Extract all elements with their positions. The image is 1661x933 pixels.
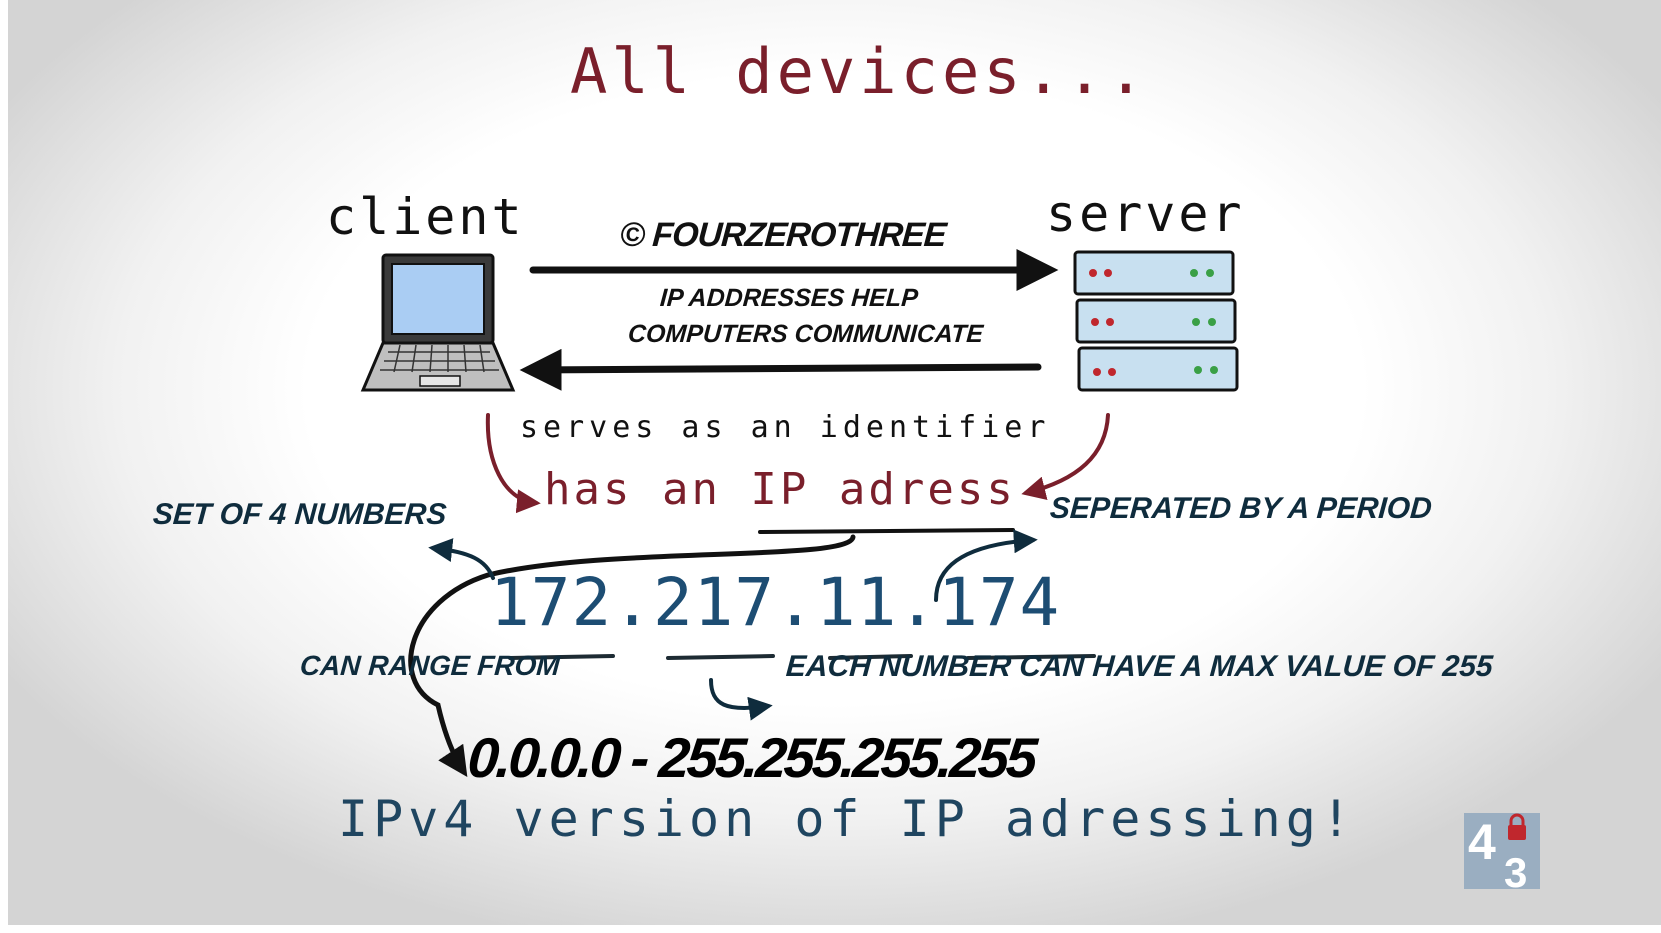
octet-underline — [666, 654, 775, 660]
separated-annotation: SEPERATED BY A PERIOD — [1048, 492, 1433, 525]
octet-underline — [966, 654, 1096, 660]
client-label: client — [326, 188, 525, 246]
copyright-watermark: © FOURZEROTHREE — [618, 216, 947, 254]
has-ip-text: has an IP adress — [544, 464, 1016, 515]
server-ip-arrow — [1021, 413, 1110, 500]
laptop-icon — [360, 253, 516, 392]
slide-canvas: All devices... client server © FOURZEROT… — [8, 0, 1661, 925]
octet-underlines — [508, 654, 1096, 660]
ipv4-footer-text: IPv4 version of IP adressing! — [338, 790, 1356, 848]
separated-arrow — [934, 529, 1038, 602]
identifier-text: serves as an identifier — [520, 410, 1051, 445]
client-ip-arrow — [485, 413, 541, 514]
server-unit — [1075, 298, 1237, 344]
server-label: server — [1046, 185, 1245, 243]
set-of-4-arrow — [428, 538, 495, 580]
arrow-note-line1: IP ADDRESSES HELP — [659, 284, 919, 312]
server-to-client-arrow — [519, 348, 1042, 391]
ip-address-example: 172.217.11.174 — [490, 564, 1061, 641]
arrow-note-line2: COMPUTERS COMMUNICATE — [627, 320, 985, 348]
max-value-annotation: EACH NUMBER CAN HAVE A MAX VALUE OF 255 — [784, 650, 1494, 683]
diagram-drawing — [360, 249, 1239, 777]
octet-underline — [508, 654, 615, 660]
slide-title: All devices... — [570, 35, 1149, 108]
fourzerothree-logo: 4 3 — [1464, 813, 1540, 889]
server-rack-icon — [1073, 250, 1239, 392]
octet-underline — [828, 654, 913, 660]
lock-icon — [1508, 813, 1526, 840]
server-unit — [1077, 346, 1239, 392]
range-swoop-arrow — [408, 534, 856, 777]
server-unit — [1073, 250, 1235, 296]
max-value-arrow — [709, 678, 773, 721]
can-range-annotation: CAN RANGE FROM — [298, 650, 561, 681]
ip-range-text: 0.0.0.0 - 255.255.255.255 — [465, 726, 1037, 789]
logo-digit-top: 4 — [1468, 814, 1496, 870]
set-of-numbers-annotation: SET OF 4 NUMBERS — [151, 498, 448, 531]
logo-digit-bottom: 3 — [1504, 849, 1527, 889]
ip-adress-underline — [758, 528, 1015, 534]
